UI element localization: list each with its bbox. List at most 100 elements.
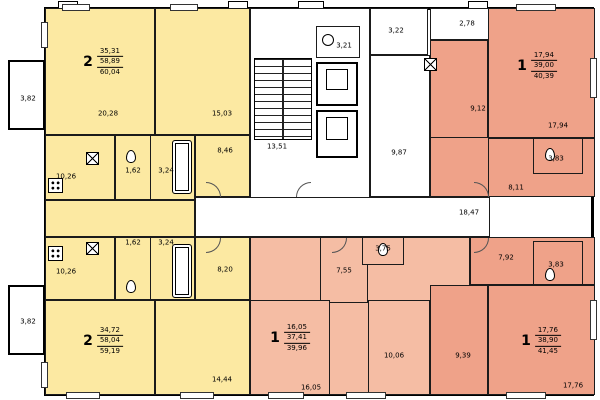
area-label-hall-bottom-right: 7,92 (498, 253, 514, 262)
area-label-bath-bottom-mid: 3,75 (375, 244, 391, 253)
apartment-label-bottom-right: 1 17,76 38,90 41,45 (521, 326, 561, 356)
window (41, 362, 48, 388)
area-label-kitchen-bottom-right: 9,39 (455, 351, 471, 360)
area-label-lobby-c: 9,87 (391, 148, 407, 157)
room-mid-hall-left (45, 200, 195, 237)
area-label-room-bottom-left: 14,44 (211, 375, 233, 384)
wall-divider (150, 135, 151, 200)
room-living-top-right (488, 8, 595, 138)
area-stack: 16,05 37,41 39,96 (283, 322, 310, 353)
window (590, 300, 597, 340)
window (170, 4, 198, 11)
area-label-hall-bottom-mid: 7,55 (336, 266, 352, 275)
garbage-chute-icon (322, 34, 334, 46)
room-living-bottom-right (488, 285, 595, 395)
balcony-bottom-left (8, 285, 45, 355)
room-count: 2 (83, 54, 93, 70)
room-kitchen-bottom-right (430, 285, 488, 395)
area-label-balcony-bottom-left: 3,82 (20, 317, 36, 326)
apartment-label-top-right: 1 17,94 39,00 40,39 (517, 51, 557, 81)
window (66, 392, 100, 399)
wall-divider (150, 237, 151, 300)
total-area: 38,90 (534, 335, 561, 347)
area-label-bedroom-top-left: 20,28 (97, 109, 119, 118)
room-lobby-a (370, 8, 428, 55)
area-label-living-bottom-right: 17,76 (562, 381, 584, 390)
vent-shaft-icon (86, 242, 99, 255)
area-stack: 35,31 58,89 60,04 (96, 46, 123, 77)
living-area: 16,05 (286, 322, 307, 331)
room-bedroom-bottom-left (45, 300, 155, 395)
area-label-kitchen-bottom-mid: 10,06 (383, 351, 405, 360)
room-chute (316, 26, 360, 58)
window (62, 4, 90, 11)
vent-shaft-icon (86, 152, 99, 165)
living-area: 35,31 (99, 46, 120, 55)
area-label-hall-top-left: 8,46 (217, 146, 233, 155)
bathtub-icon (172, 140, 192, 194)
staircase-icon (254, 58, 312, 140)
window (346, 392, 386, 399)
elevator-cab-icon (325, 69, 349, 90)
vent-shaft-icon (424, 58, 437, 71)
room-kitchen-bottom-mid (368, 300, 430, 395)
apartment-label-bottom-middle: 1 16,05 37,41 39,96 (270, 323, 310, 353)
total-area: 58,89 (96, 56, 123, 68)
area-stack: 34,72 58,04 59,19 (96, 326, 123, 356)
area-label-living-bottom-mid: 16,05 (300, 383, 322, 392)
room-hall-top-left (195, 135, 250, 197)
room-lobby-c (370, 55, 430, 197)
room-lobby-b (430, 8, 495, 40)
area-label-wc-top-left: 1,62 (125, 166, 141, 175)
area-stack: 17,94 39,00 40,39 (530, 50, 557, 81)
area-label-bath-top-right: 3,83 (548, 154, 564, 163)
area-label-bath-bottom-right: 3,83 (548, 260, 564, 269)
overall-area: 41,45 (537, 346, 558, 355)
room-count: 1 (521, 333, 531, 349)
bathtub-icon (172, 244, 192, 298)
area-label-hall-top-right: 8,11 (508, 183, 524, 192)
area-label-kitchen-bottom-left: 10,26 (55, 267, 77, 276)
room-hall-bottom-left (195, 237, 250, 300)
room-kitchen-top-right (430, 40, 488, 138)
window (41, 22, 48, 48)
room-bedroom-top-left (45, 8, 155, 135)
area-label-lobby-a: 3,22 (388, 26, 404, 35)
apartment-label-bottom-left: 2 34,72 58,04 59,19 (83, 326, 123, 356)
room-hall-bottom-mid (320, 237, 368, 303)
living-area: 17,76 (537, 325, 558, 334)
area-label-corridor: 18,47 (458, 208, 480, 217)
corridor (195, 197, 490, 237)
area-label-elevator-hall: 13,51 (266, 142, 288, 151)
toilet-icon (545, 148, 555, 161)
stove-icon (48, 246, 63, 261)
area-label-chute-room: 3,21 (336, 41, 352, 50)
living-area: 17,94 (533, 50, 554, 59)
area-label-kitchen-top-left: 10,26 (55, 172, 77, 181)
room-count: 1 (270, 330, 280, 346)
stove-icon (48, 178, 63, 193)
total-area: 39,00 (530, 60, 557, 72)
area-label-bath-top-left: 3,24 (158, 166, 174, 175)
area-label-hall-bottom-left: 8,20 (217, 265, 233, 274)
window (268, 392, 304, 399)
apartment-label-top-left: 2 35,31 58,89 60,04 (83, 47, 123, 77)
room-bath-top-right (533, 138, 583, 174)
area-label-lobby-b: 2,78 (459, 19, 475, 28)
area-label-bath-bottom-left: 3,24 (158, 238, 174, 247)
elevator-icon (316, 62, 358, 106)
window (506, 392, 546, 399)
area-label-balcony-top-left: 3,82 (20, 94, 36, 103)
window (516, 4, 556, 11)
elevator-cab-icon (325, 117, 349, 140)
overall-area: 40,39 (533, 71, 554, 80)
total-area: 37,41 (283, 332, 310, 344)
area-stack: 17,76 38,90 41,45 (534, 325, 561, 356)
area-label-living-top-right: 17,94 (547, 121, 569, 130)
room-bottom-left (155, 300, 250, 395)
total-area: 58,04 (96, 335, 123, 347)
area-label-room-top-mid: 15,03 (211, 109, 233, 118)
overall-area: 60,04 (99, 67, 120, 76)
room-count: 1 (517, 58, 527, 74)
